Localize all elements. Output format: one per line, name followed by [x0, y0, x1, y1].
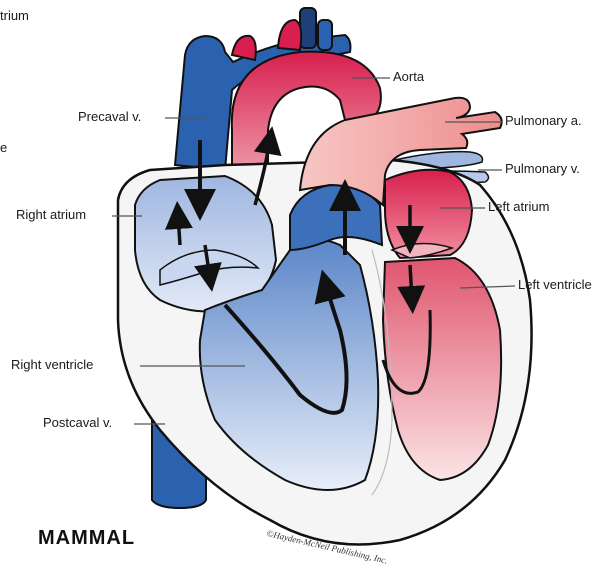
- label-precaval-vein: Precaval v.: [78, 109, 141, 124]
- cut-off-label-mid: e: [0, 140, 7, 155]
- label-aorta: Aorta: [393, 69, 424, 84]
- label-left-ventricle: Left ventricle: [518, 277, 592, 292]
- label-right-ventricle: Right ventricle: [11, 357, 93, 372]
- top-vessel-2: [318, 20, 332, 50]
- label-postcaval-vein: Postcaval v.: [43, 415, 112, 430]
- flow-arrow-lv: [410, 265, 412, 300]
- label-right-atrium: Right atrium: [16, 207, 86, 222]
- cut-off-label-top: trium: [0, 8, 29, 23]
- flow-arrow-ra-up: [178, 215, 180, 245]
- aorta-branch-2: [278, 20, 301, 50]
- aorta-branch-1: [232, 36, 256, 60]
- label-pulmonary-vein: Pulmonary v.: [505, 161, 580, 176]
- top-vessel-1: [300, 8, 316, 48]
- right-atrium-chamber: [135, 176, 276, 311]
- label-pulmonary-artery: Pulmonary a.: [505, 113, 582, 128]
- label-left-atrium: Left atrium: [488, 199, 549, 214]
- figure-title: MAMMAL: [38, 527, 135, 550]
